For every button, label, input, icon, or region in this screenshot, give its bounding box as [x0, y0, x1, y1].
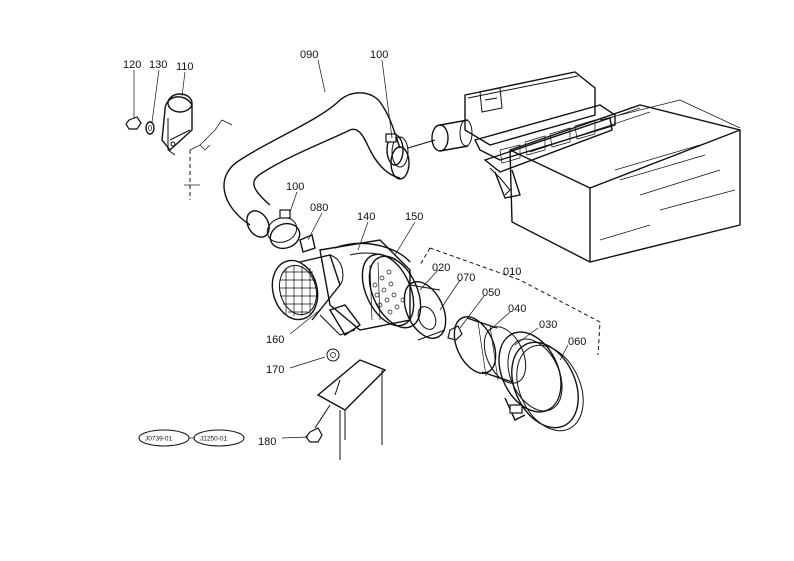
part-label-080: 080: [310, 202, 328, 214]
part-label-010: 010: [503, 266, 521, 278]
secondary-element: [453, 316, 527, 384]
part-label-090: 090: [300, 49, 318, 61]
serial-range-end: J1250-01: [200, 436, 227, 443]
part-label-180: 180: [258, 436, 276, 448]
mounting-band: [299, 234, 316, 253]
bolt-180: [305, 404, 331, 443]
part-label-150: 150: [405, 211, 423, 223]
inlet-stub: [431, 119, 473, 152]
washer-130: [145, 121, 155, 135]
part-label-030: 030: [539, 319, 557, 331]
mount-bracket: [316, 304, 387, 460]
bolt-120: [125, 116, 142, 130]
hose-clamp-lower: [266, 209, 301, 250]
dust-cover: [498, 331, 563, 413]
part-label-100-upper: 100: [370, 49, 388, 61]
hose-bracket: [161, 93, 233, 200]
filter-element: [403, 281, 447, 341]
cover-clamp: [504, 341, 584, 432]
part-label-020: 020: [432, 262, 450, 274]
part-label-130: 130: [149, 59, 167, 71]
part-label-070: 070: [457, 272, 475, 284]
air-hose: [223, 92, 410, 238]
part-label-060: 060: [568, 336, 586, 348]
part-label-120: 120: [123, 59, 141, 71]
part-label-050: 050: [482, 287, 500, 299]
serial-range-badges: [138, 429, 245, 447]
air-cleaner-body: [319, 239, 422, 331]
part-label-100-lower: 100: [286, 181, 304, 193]
serial-range-start: J0739-01: [145, 436, 172, 443]
assembly-010-outline: [419, 247, 601, 356]
engine-block: [509, 99, 741, 263]
leader-lines: [133, 59, 569, 439]
part-label-040: 040: [508, 303, 526, 315]
part-labels: 120 130 110 090 100 100 080 140 150 020 …: [123, 49, 586, 448]
part-label-140: 140: [357, 211, 375, 223]
part-label-110: 110: [176, 61, 194, 73]
intake-screen: [271, 254, 344, 321]
part-label-160: 160: [266, 334, 284, 346]
part-label-170: 170: [266, 364, 284, 376]
hose-clamp-upper: [385, 133, 436, 168]
intake-manifold: [464, 71, 616, 199]
